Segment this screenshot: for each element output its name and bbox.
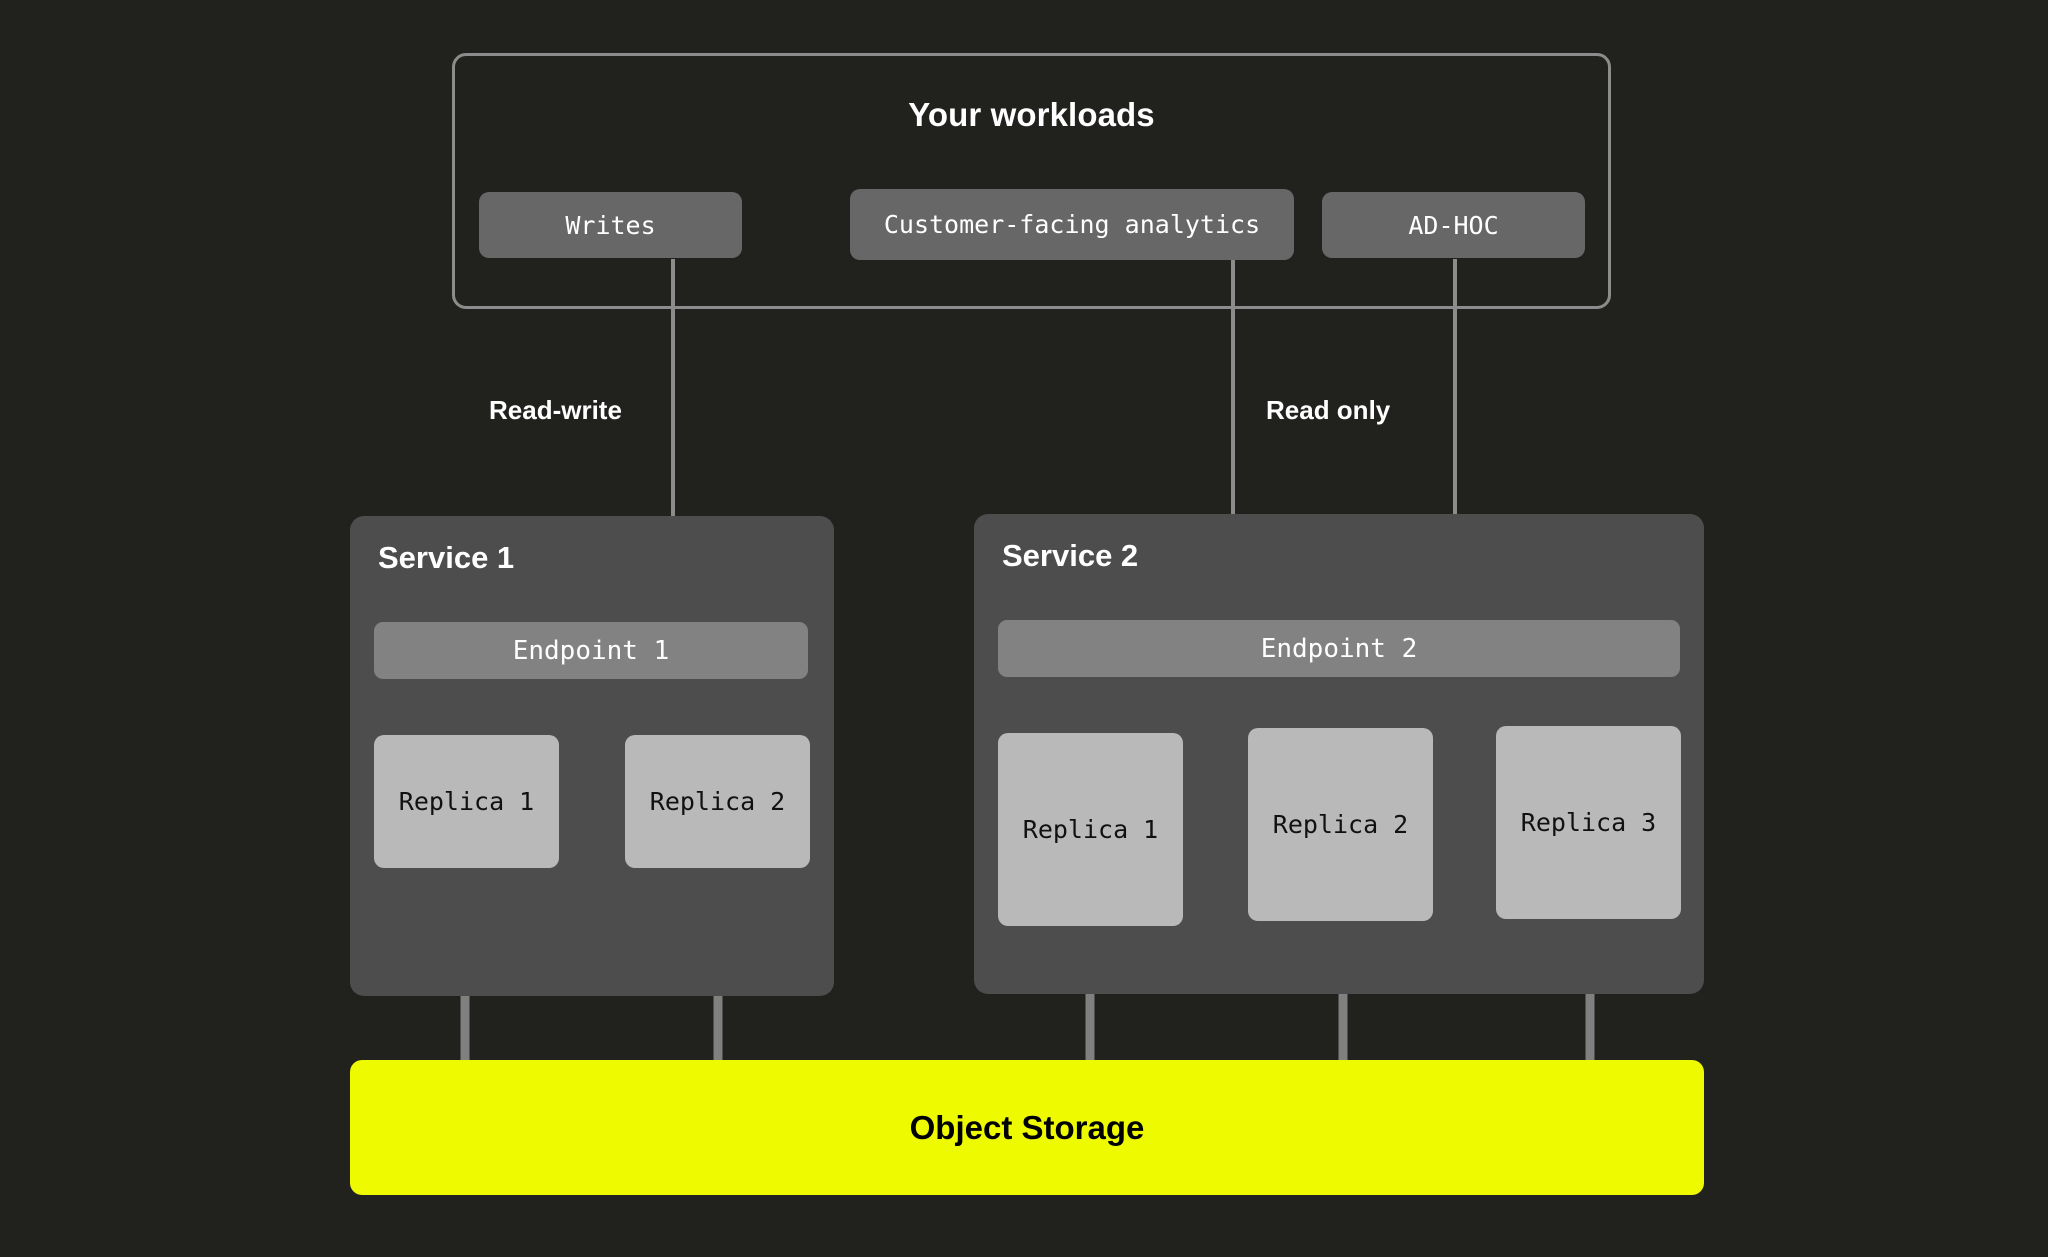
service-panel-2: Service 2 Endpoint 2 Replica 1 Replica 2… xyxy=(974,514,1704,994)
service-1-replica-1-label: Replica 1 xyxy=(398,787,535,816)
endpoint-2-label: Endpoint 2 xyxy=(1260,633,1418,664)
endpoint-1-label: Endpoint 1 xyxy=(512,635,670,666)
service-panel-1: Service 1 Endpoint 1 Replica 1 Replica 2 xyxy=(350,516,834,996)
service-2-replica-1[interactable]: Replica 1 xyxy=(998,733,1183,926)
service-1-replica-2[interactable]: Replica 2 xyxy=(625,735,810,868)
your-workloads-title: Your workloads xyxy=(908,96,1155,133)
workload-box-ad-hoc-label: AD-HOC xyxy=(1408,210,1499,240)
edge-label-read-write: Read-write xyxy=(489,395,622,425)
service-1-replica-2-label: Replica 2 xyxy=(649,787,786,816)
service-2-replica-2-label: Replica 2 xyxy=(1272,810,1409,839)
workload-box-ad-hoc[interactable]: AD-HOC xyxy=(1322,192,1585,258)
workload-box-customer-facing-analytics[interactable]: Customer-facing analytics xyxy=(850,189,1294,260)
your-workloads-container: Your workloads xyxy=(452,53,1611,309)
service-1-title: Service 1 xyxy=(378,540,515,575)
endpoint-2[interactable]: Endpoint 2 xyxy=(998,620,1680,677)
service-2-replica-1-label: Replica 1 xyxy=(1022,815,1159,844)
service-2-replica-3[interactable]: Replica 3 xyxy=(1496,726,1681,919)
workload-box-writes-label: Writes xyxy=(565,210,656,240)
object-storage-label: Object Storage xyxy=(909,1108,1145,1146)
workload-box-writes[interactable]: Writes xyxy=(479,192,742,258)
service-1-replica-1[interactable]: Replica 1 xyxy=(374,735,559,868)
workload-box-customer-facing-analytics-label: Customer-facing analytics xyxy=(883,210,1261,239)
endpoint-1[interactable]: Endpoint 1 xyxy=(374,622,808,679)
service-2-replica-3-label: Replica 3 xyxy=(1520,808,1657,837)
service-2-replica-2[interactable]: Replica 2 xyxy=(1248,728,1433,921)
edge-label-read-only: Read only xyxy=(1266,395,1391,425)
object-storage-bar[interactable]: Object Storage xyxy=(350,1060,1704,1195)
service-2-title: Service 2 xyxy=(1002,538,1139,573)
